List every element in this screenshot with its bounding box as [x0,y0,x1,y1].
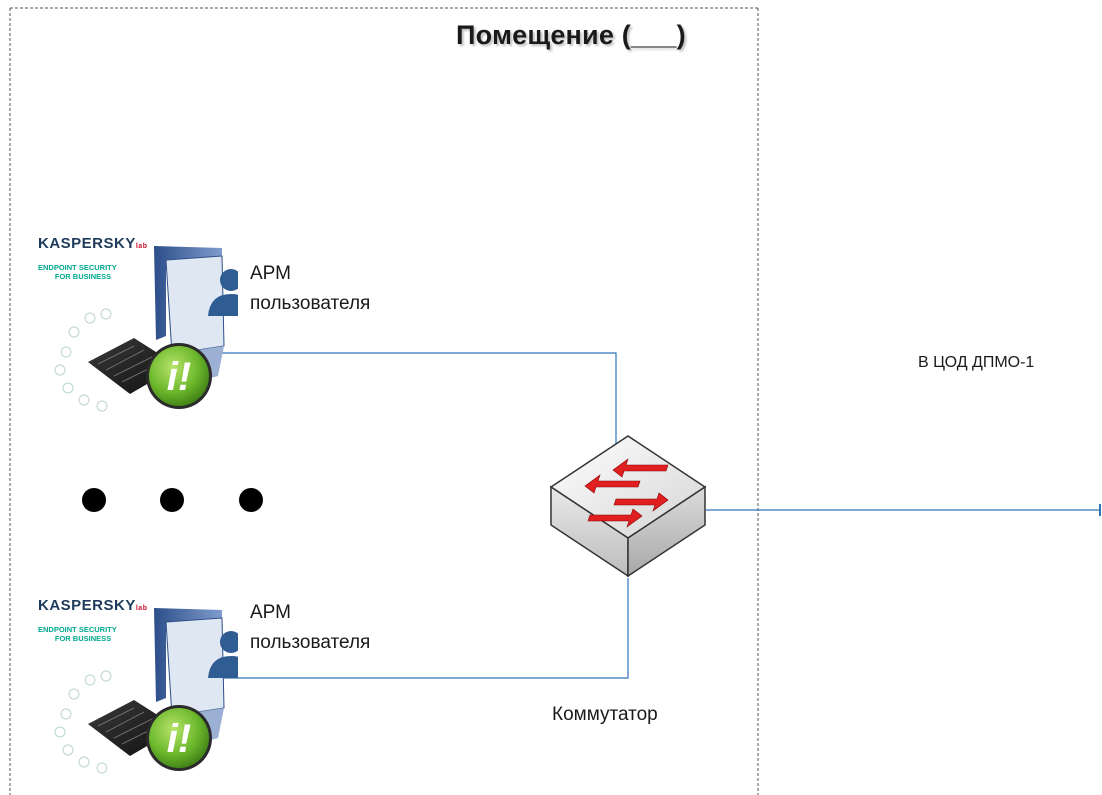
kaspersky-brand-text: KASPERSKY [38,597,136,614]
kaspersky-badge-icon: i! [146,705,212,771]
kaspersky-endpoint-logo: KASPERSKYlab ENDPOINT SECURITY FOR BUSIN… [38,598,158,668]
kaspersky-badge-icon: i! [146,343,212,409]
computer-icon: i! [54,608,238,774]
workstation-1-label-line2: пользователя [250,293,371,314]
workstation-2: KASPERSKYlab ENDPOINT SECURITY FOR BUSIN… [38,598,238,778]
switch-label: Коммутатор [552,704,658,725]
kaspersky-endpoint-logo: KASPERSKYlab ENDPOINT SECURITY FOR BUSIN… [38,236,158,306]
product-line-1: ENDPOINT SECURITY [38,625,117,634]
workstation-1-label-line1: АРМ [250,263,291,284]
link-workstation-1-to-switch [216,352,617,450]
kaspersky-brand-text: KASPERSKY [38,235,136,252]
network-switch-icon [549,435,707,578]
user-icon [208,269,238,316]
workstation-1-label: АРМ пользователя [250,259,370,319]
workstation-2-label: АРМ пользователя [250,598,370,658]
computer-icon: i! [54,246,238,412]
kaspersky-lab-text: lab [135,605,148,612]
svg-text:i!: i! [167,355,191,399]
datacenter-link-label: В ЦОД ДПМО-1 [918,354,1035,371]
room-boundary [9,7,759,795]
workstation-2-label-line1: АРМ [250,602,291,623]
workstation-2-label-line2: пользователя [250,632,371,653]
workstation-1: KASPERSKYlab ENDPOINT SECURITY FOR BUSIN… [38,236,238,416]
product-line-2: FOR BUSINESS [54,272,112,281]
room-title: Помещение (___) [456,20,686,50]
product-line-1: ENDPOINT SECURITY [38,263,117,272]
ellipsis-icon [82,488,263,512]
svg-text:i!: i! [167,717,191,761]
link-workstation-2-to-switch [216,578,629,679]
product-line-2: FOR BUSINESS [54,634,112,643]
user-icon [208,631,238,678]
kaspersky-lab-text: lab [135,243,148,250]
network-links [216,352,1101,679]
